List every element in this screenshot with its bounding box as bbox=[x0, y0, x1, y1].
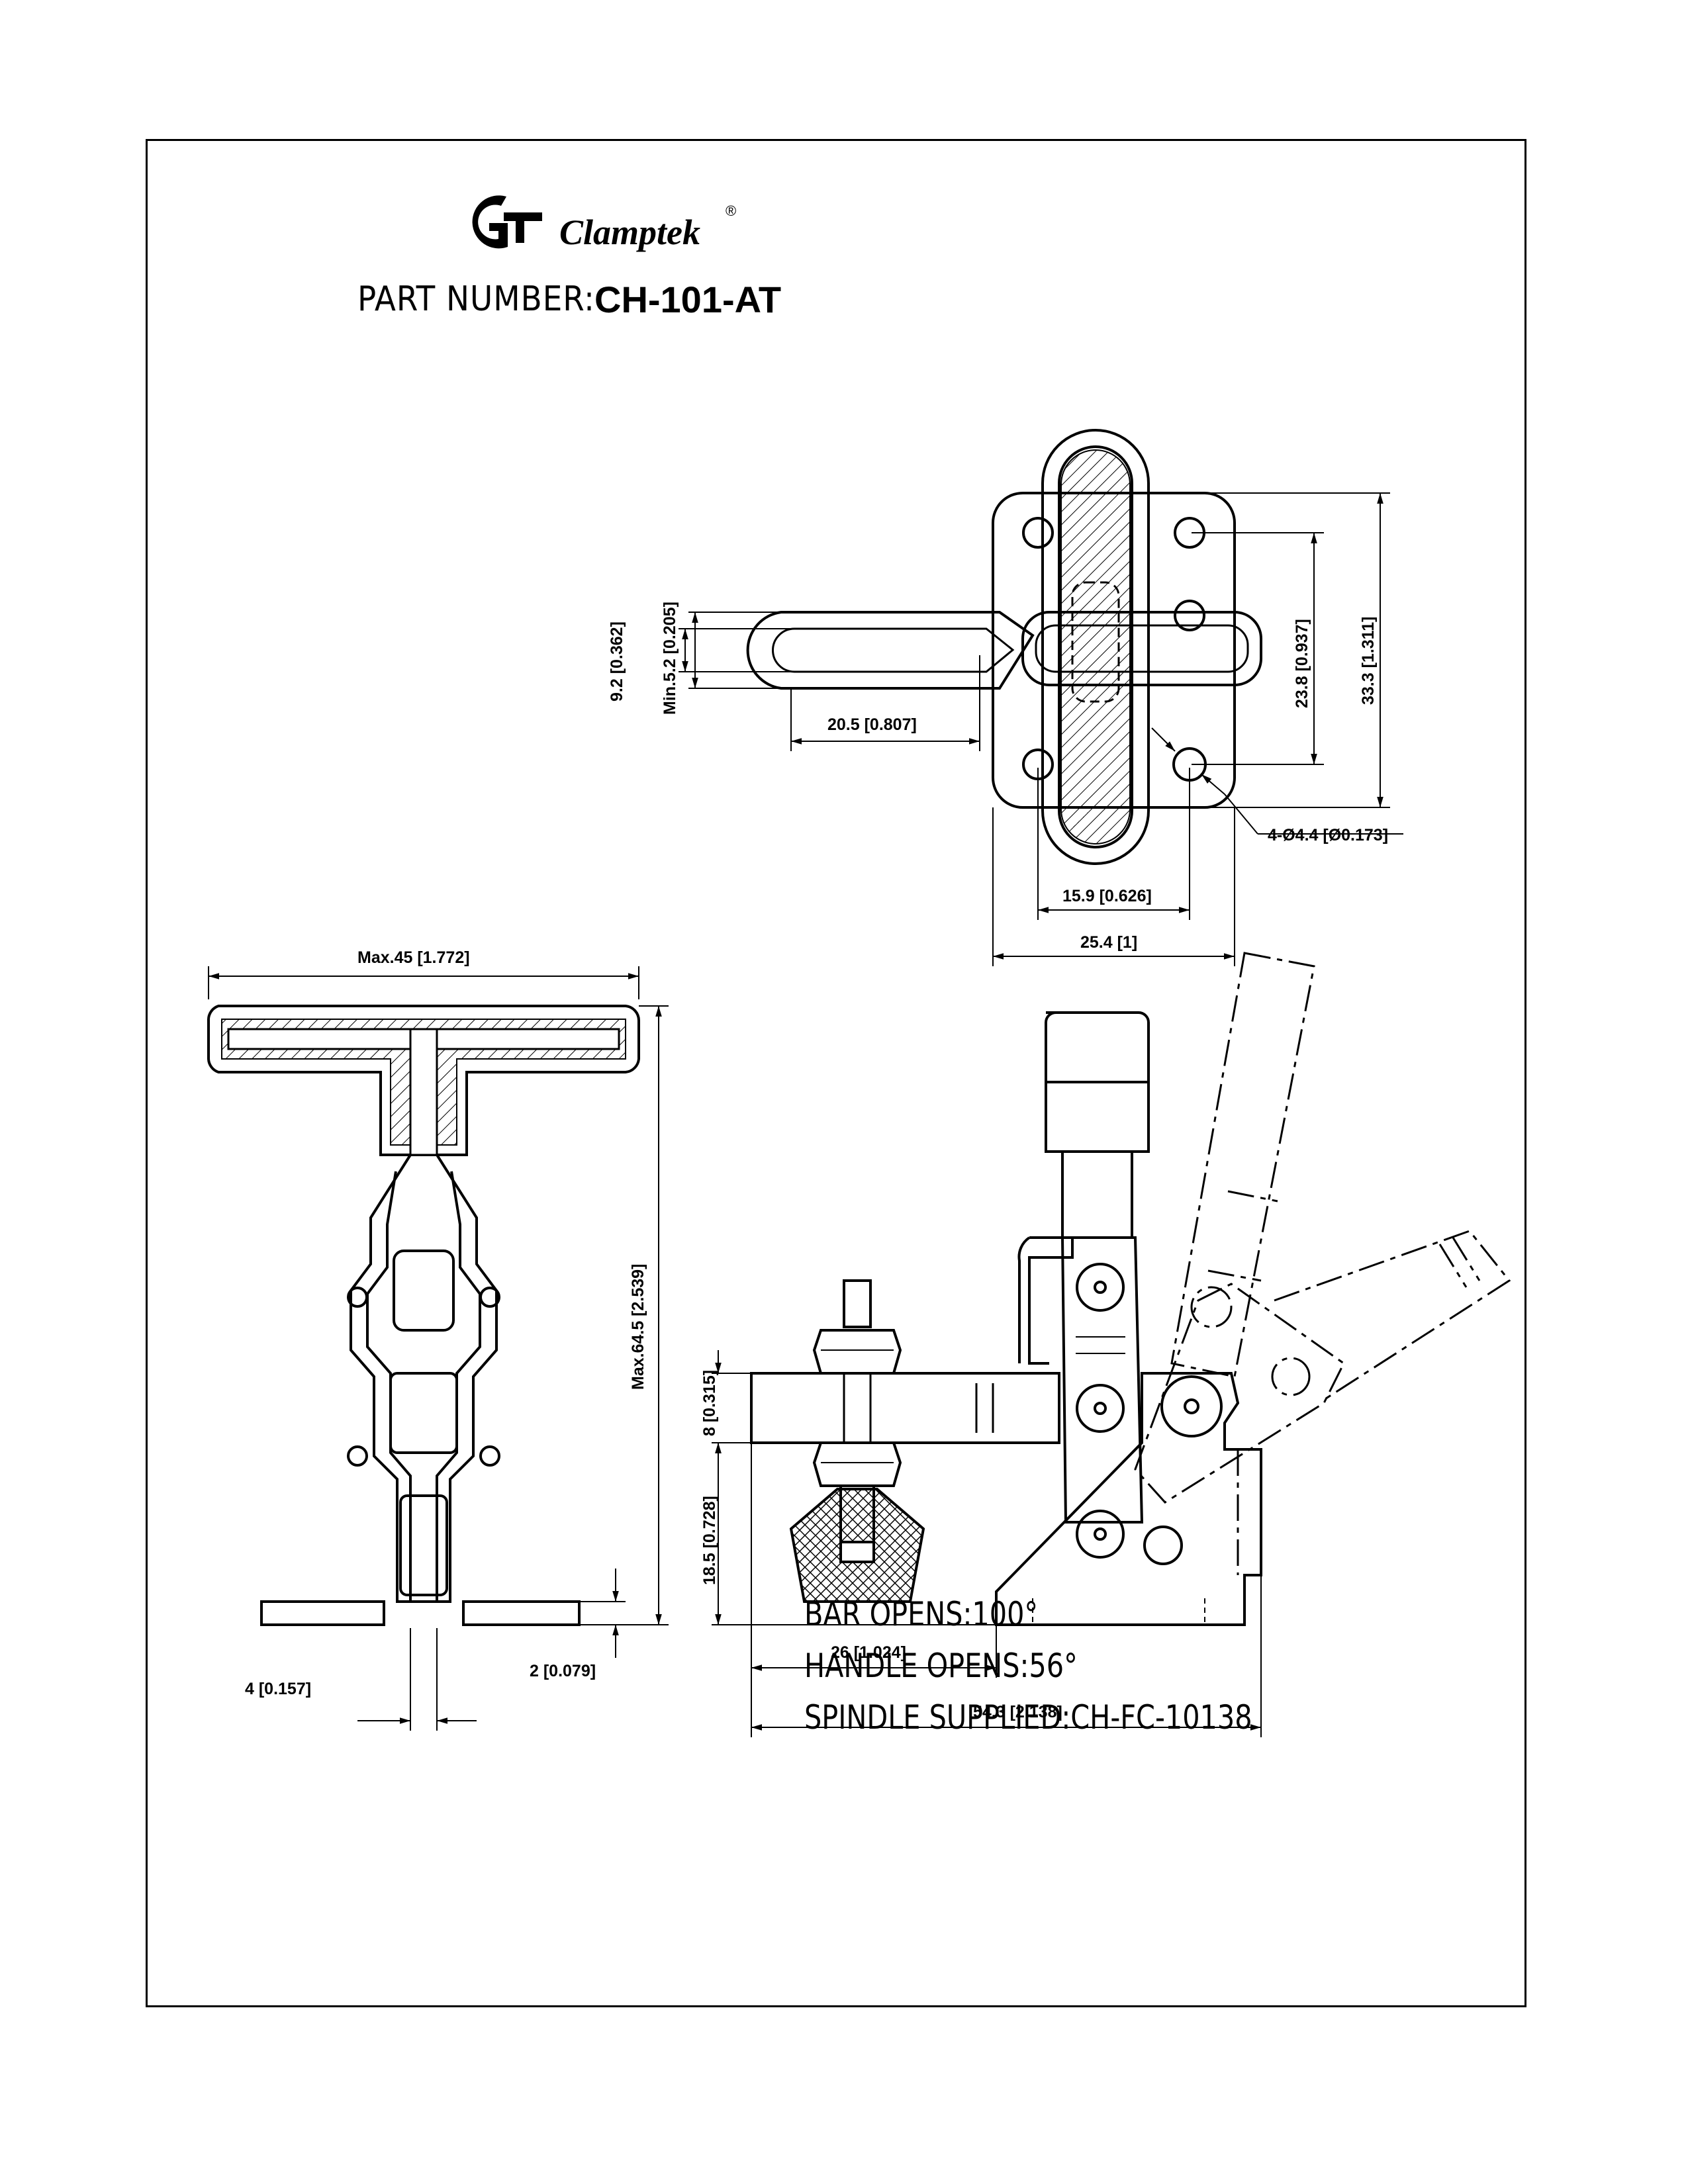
clamptek-logo-icon bbox=[472, 195, 542, 249]
part-number-label: PART NUMBER: bbox=[357, 279, 595, 319]
dim-mounting-holes: 4-Ø4.4 [Ø0.173] bbox=[1268, 826, 1388, 844]
dim-base-width: 25.4 [1] bbox=[1080, 933, 1137, 952]
dim-web-thickness: 4 [0.157] bbox=[245, 1680, 311, 1698]
dim-handle-length: 20.5 [0.807] bbox=[827, 715, 917, 734]
dim-hole-pitch-vertical: 23.8 [0.937] bbox=[1293, 619, 1311, 708]
dim-bar-height: 18.5 [0.728] bbox=[700, 1496, 719, 1585]
note-handle-opens: HANDLE OPENS:56° bbox=[804, 1647, 1078, 1685]
end-view-dimension-labels: Max.45 [1.772] Max.64.5 [2.539] 4 [0.157… bbox=[245, 948, 647, 1698]
dim-base-thickness: 2 [0.079] bbox=[530, 1662, 596, 1680]
part-number: CH-101-AT bbox=[594, 279, 782, 320]
dim-handle-height: 9.2 [0.362] bbox=[608, 621, 626, 702]
drawing-frame bbox=[146, 139, 1526, 2007]
end-view bbox=[207, 966, 669, 1731]
registered-mark: ® bbox=[726, 203, 737, 219]
side-view-dimension-labels: 8 [0.315] 18.5 [0.728] 26 [1.024] 54.3 [… bbox=[700, 1370, 1062, 1721]
dim-handle-min: Min.5.2 [0.205] bbox=[661, 602, 679, 715]
dim-hole-pitch-horizontal: 15.9 [0.626] bbox=[1062, 887, 1152, 905]
top-view bbox=[679, 429, 1403, 966]
dim-bar-thickness: 8 [0.315] bbox=[700, 1370, 719, 1436]
side-view bbox=[712, 952, 1511, 1737]
dim-overall-length: 54.3 [2.138] bbox=[973, 1703, 1062, 1721]
dim-base-height: 33.3 [1.311] bbox=[1359, 617, 1378, 705]
dim-max-width: Max.45 [1.772] bbox=[357, 948, 470, 967]
brand-name: Clamptek bbox=[559, 212, 700, 252]
note-spindle-supplied: SPINDLE SUPPLIED:CH-FC-10138 bbox=[804, 1698, 1252, 1737]
dim-spindle-reach: 26 [1.024] bbox=[831, 1643, 906, 1662]
note-bar-opens: BAR OPENS:100° bbox=[804, 1595, 1039, 1633]
dim-max-height: Max.64.5 [2.539] bbox=[629, 1264, 647, 1390]
top-view-dimension-labels: 9.2 [0.362] Min.5.2 [0.205] 20.5 [0.807]… bbox=[608, 602, 1388, 952]
notes-block: BAR OPENS:100° HANDLE OPENS:56° SPINDLE … bbox=[804, 1588, 1252, 1743]
